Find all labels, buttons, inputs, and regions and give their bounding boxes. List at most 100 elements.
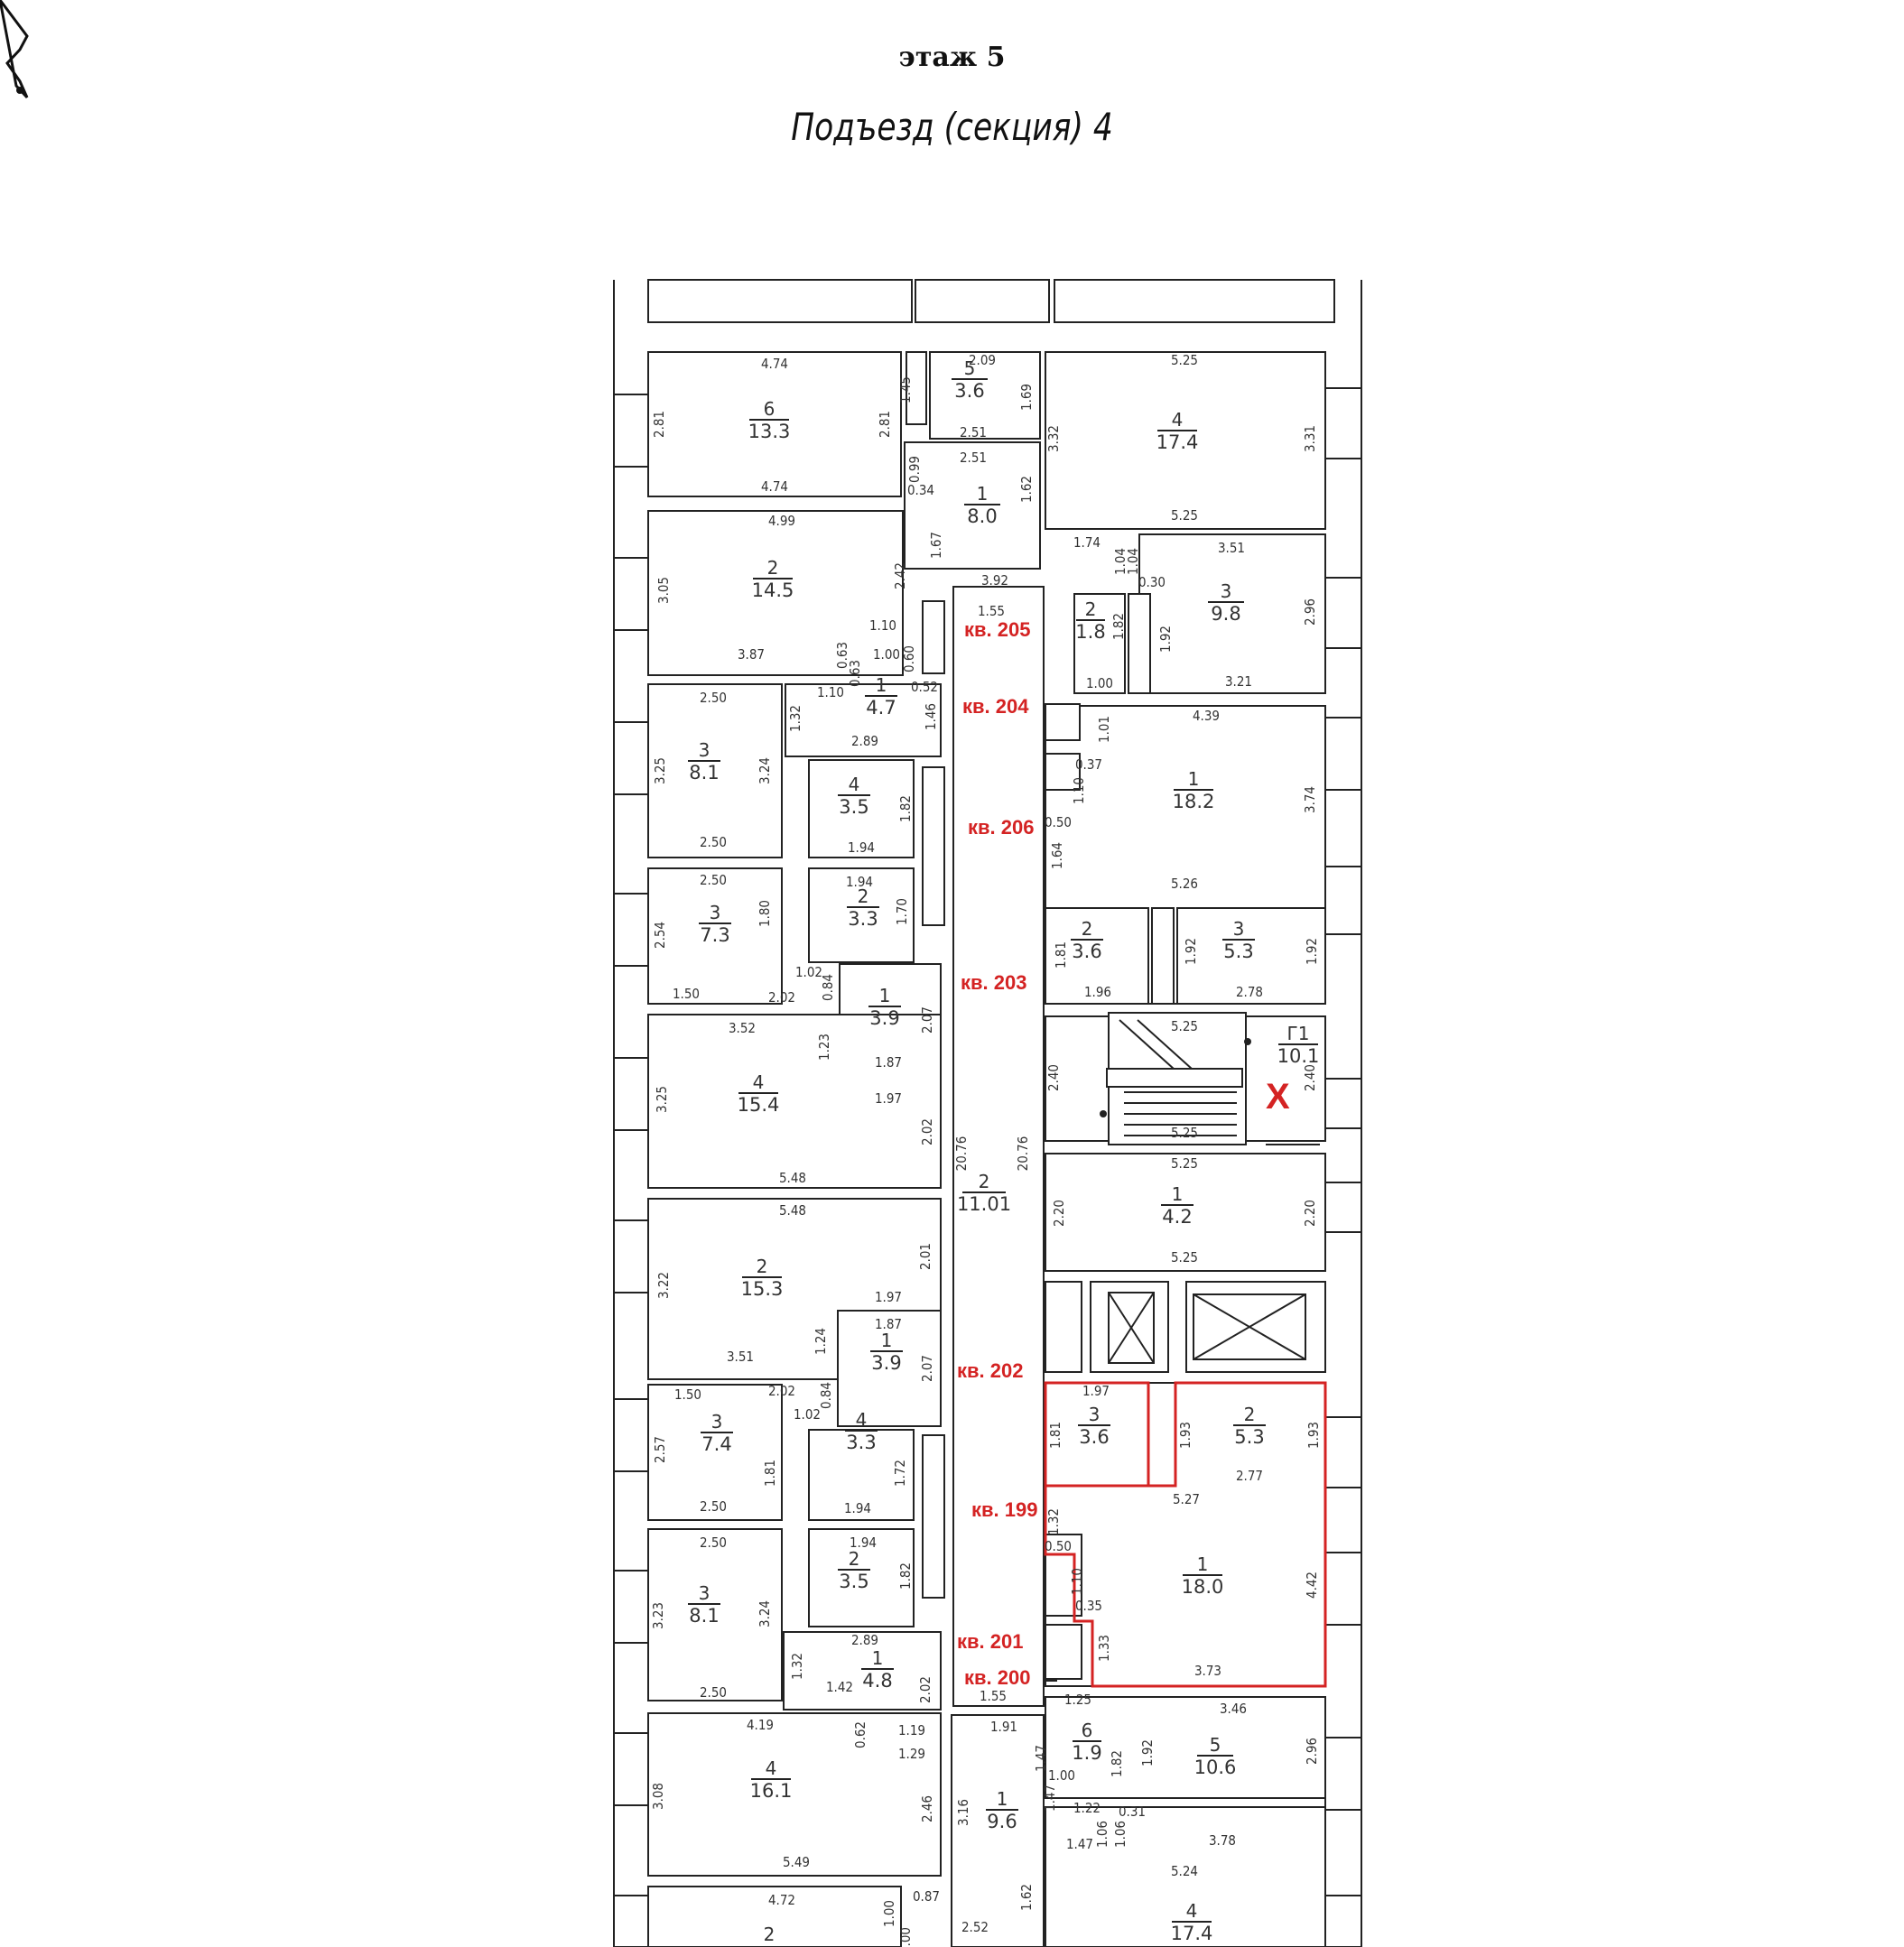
svg-text:8.1: 8.1: [689, 762, 719, 783]
dimension-label: 1.96: [1084, 984, 1111, 1000]
apartment-label-199[interactable]: кв. 199: [971, 1498, 1037, 1521]
room-label: 14.8: [861, 1647, 894, 1692]
dimension-label: 0.84: [818, 1382, 834, 1409]
stairs-icon: [1100, 1012, 1320, 1145]
svg-text:13.3: 13.3: [748, 421, 791, 442]
dimension-label: 3.74: [1302, 786, 1318, 813]
dimension-label: 0.30: [1138, 574, 1166, 590]
dimension-label: 1.97: [875, 1090, 902, 1107]
room-label: 13.9: [870, 1330, 903, 1374]
svg-text:4: 4: [849, 774, 860, 795]
rooms-left-column: [647, 351, 945, 1947]
dimension-label: 5.25: [1171, 1249, 1198, 1266]
room-label: 25.3: [1233, 1404, 1266, 1448]
dimension-label: 1.04: [1125, 548, 1141, 575]
dimension-label: 4.74: [761, 356, 788, 372]
dimension-label: 0.50: [1045, 1538, 1072, 1554]
dimension-label: 5.27: [1173, 1491, 1200, 1507]
svg-text:6: 6: [1082, 1720, 1093, 1741]
elevator-shaft-icon: [1090, 1281, 1306, 1373]
dimension-label: 2.02: [768, 1383, 795, 1399]
dimension-label: 2.02: [917, 1676, 933, 1703]
room-label: 39.8: [1208, 580, 1244, 625]
dimension-label: 1.97: [875, 1289, 902, 1305]
dimension-label: 2.20: [1302, 1200, 1318, 1227]
dimension-label: 1.82: [897, 1562, 914, 1590]
svg-text:18.2: 18.2: [1173, 791, 1215, 812]
dimension-label: 1.92: [1183, 938, 1199, 965]
dimension-label: 3.05: [655, 577, 672, 604]
svg-text:14.5: 14.5: [752, 579, 794, 601]
dimension-label: 1.92: [1139, 1739, 1156, 1766]
svg-text:1.9: 1.9: [1072, 1742, 1101, 1764]
dimension-label: 5.48: [779, 1202, 806, 1219]
svg-text:1: 1: [977, 483, 989, 505]
svg-text:1: 1: [876, 674, 887, 696]
room-labels: 613.3 53.6 417.4 18.0 214.5 39.8 21.8 14…: [688, 357, 1319, 1945]
dimension-label: 5.25: [1171, 352, 1198, 368]
svg-text:1: 1: [1197, 1553, 1209, 1575]
dimension-label: 1.00: [1048, 1767, 1075, 1784]
dimension-label: 20.76: [953, 1136, 970, 1172]
apartment-label-201[interactable]: кв. 201: [957, 1630, 1023, 1653]
dimension-label: 1.97: [1082, 1383, 1110, 1399]
svg-text:1: 1: [1172, 1183, 1184, 1205]
room-label: 13.9: [868, 985, 901, 1029]
windows-right: [1324, 387, 1362, 1947]
legend-marker: X: [1266, 1077, 1290, 1117]
apartment-label-200[interactable]: кв. 200: [964, 1666, 1030, 1689]
dimension-label: 1.91: [990, 1719, 1017, 1735]
dimension-label: 1.94: [846, 874, 873, 890]
room-label: 14.2: [1161, 1183, 1193, 1228]
svg-text:1: 1: [997, 1788, 1008, 1810]
svg-text:2: 2: [764, 1924, 776, 1945]
dimension-label: 5.24: [1171, 1863, 1198, 1879]
apartment-label-202[interactable]: кв. 202: [957, 1359, 1023, 1382]
svg-text:10.6: 10.6: [1194, 1757, 1237, 1778]
dimension-label: 1.06: [1112, 1821, 1128, 1848]
dimension-label: 2.57: [652, 1436, 668, 1463]
selected-apartment-outline: [1044, 1381, 1327, 1688]
svg-text:9.6: 9.6: [987, 1811, 1017, 1832]
room-label: 43.3: [845, 1409, 878, 1453]
dimension-label: 3.51: [1218, 540, 1245, 556]
svg-text:2: 2: [979, 1171, 990, 1192]
room-label: 118.0: [1182, 1553, 1224, 1598]
apartment-label-206[interactable]: кв. 206: [968, 816, 1034, 839]
dimension-label: 1.50: [674, 1386, 701, 1403]
dimension-label: 2.40: [1302, 1064, 1318, 1091]
dimension-label: 1.10: [817, 684, 844, 700]
room-label: 38.1: [688, 1582, 720, 1627]
room-label: 53.6: [952, 357, 988, 402]
dimension-label: 2.01: [917, 1243, 933, 1270]
dimension-label: 2.02: [768, 989, 795, 1006]
dimension-label: 4.39: [1193, 708, 1220, 724]
dimension-label: 0.60: [901, 645, 917, 672]
dimension-label: 1.00: [897, 1927, 914, 1947]
dimension-label: 1.29: [898, 1746, 925, 1762]
room-label: 33.6: [1078, 1404, 1110, 1448]
dimension-label: 1.46: [923, 703, 939, 730]
entrance-title: Подъезд (секция) 4: [791, 105, 1113, 149]
apartment-labels: кв. 205 кв. 204 кв. 206 кв. 203 кв. 202 …: [957, 618, 1290, 1689]
apartment-label-204[interactable]: кв. 204: [962, 695, 1029, 718]
dimension-label: 1.50: [673, 986, 700, 1002]
room-label: 215.3: [741, 1256, 784, 1300]
room-label: 38.1: [688, 739, 720, 783]
apartment-label-205[interactable]: кв. 205: [964, 618, 1030, 641]
svg-text:2: 2: [849, 1548, 860, 1570]
dimension-label: 0.62: [852, 1721, 868, 1748]
dimension-label: 3.78: [1209, 1832, 1236, 1849]
dimension-label: 2.96: [1304, 1738, 1320, 1765]
room-label: 14.7: [865, 674, 897, 719]
apartment-label-203[interactable]: кв. 203: [961, 971, 1026, 994]
dimension-label: 1.00: [873, 646, 900, 663]
svg-text:9.8: 9.8: [1211, 603, 1240, 625]
dimension-label: 0.37: [1075, 756, 1102, 773]
dimension-label: 1.92: [1304, 938, 1320, 965]
dimension-label: 3.16: [955, 1799, 971, 1826]
dimension-label: 2.81: [877, 411, 893, 438]
windows-left: [613, 394, 649, 1947]
svg-text:8.1: 8.1: [689, 1605, 719, 1627]
